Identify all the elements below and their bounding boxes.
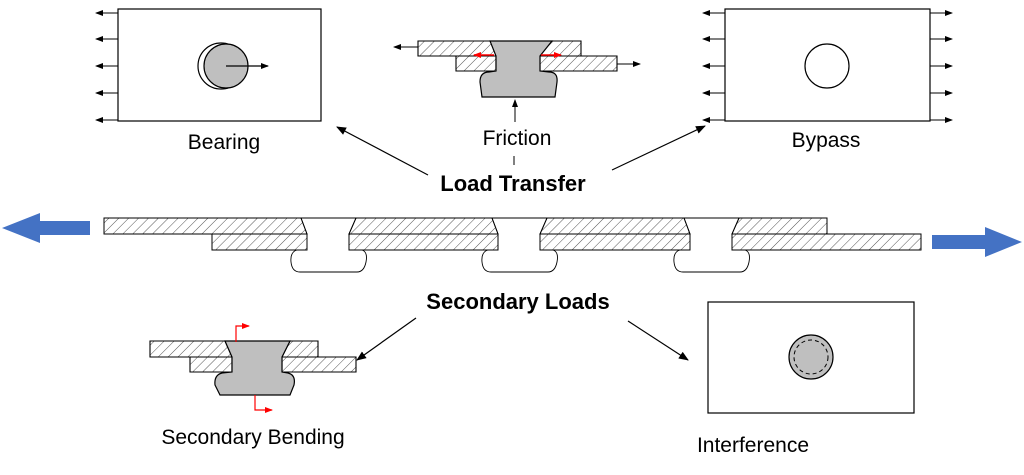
friction-fastener bbox=[479, 40, 558, 98]
friction-label: Friction bbox=[483, 127, 552, 150]
secondary-bending-fastener bbox=[214, 340, 295, 396]
interference-fastener bbox=[788, 334, 834, 380]
interference-original-hole bbox=[793, 339, 829, 375]
bearing-reaction-arrows bbox=[95, 10, 118, 123]
secondary-loads-label: Secondary Loads bbox=[426, 289, 609, 314]
friction-panel bbox=[393, 40, 641, 122]
bypass-label: Bypass bbox=[792, 129, 861, 152]
load-arrow-right bbox=[932, 227, 1022, 257]
bearing-panel bbox=[95, 8, 322, 123]
secondary-bending-panel bbox=[149, 323, 357, 413]
bearing-label: Bearing bbox=[188, 131, 260, 154]
interference-label: Interference bbox=[697, 434, 809, 457]
lap-joint bbox=[2, 213, 1022, 273]
arrow-to-bearing bbox=[336, 126, 429, 176]
arrow-to-secondary-bending bbox=[356, 317, 417, 361]
red-bending-arrow-down bbox=[254, 395, 273, 413]
arrow-to-bypass bbox=[611, 125, 706, 171]
interference-panel bbox=[707, 301, 915, 414]
load-transfer-label: Load Transfer bbox=[440, 171, 586, 196]
red-bending-arrow-up bbox=[235, 323, 250, 342]
arrow-to-interference bbox=[627, 320, 689, 361]
bypass-hole bbox=[804, 43, 850, 89]
load-arrow-left bbox=[2, 213, 90, 243]
bypass-panel bbox=[702, 8, 953, 123]
secondary-bending-label: Secondary Bending bbox=[161, 426, 344, 449]
